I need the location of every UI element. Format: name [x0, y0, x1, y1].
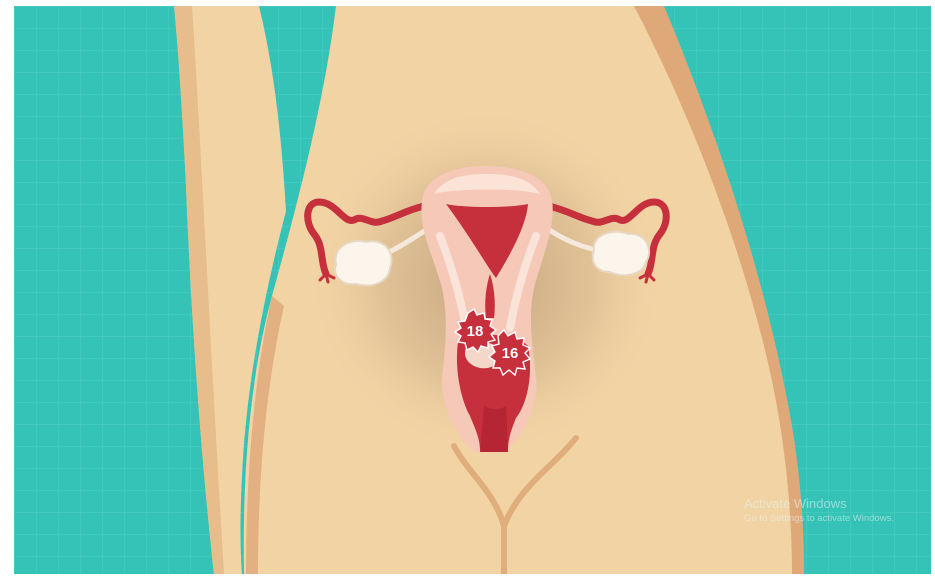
hpv-18-label: 18: [467, 323, 484, 340]
vaginal-canal: [480, 406, 508, 452]
ovary-right: [593, 232, 649, 275]
hpv-16-label: 16: [502, 345, 519, 362]
illustration-frame: 18 16: [14, 6, 931, 574]
uterus-hpv-illustration: 18 16: [14, 6, 931, 574]
ovary-left: [335, 241, 391, 285]
